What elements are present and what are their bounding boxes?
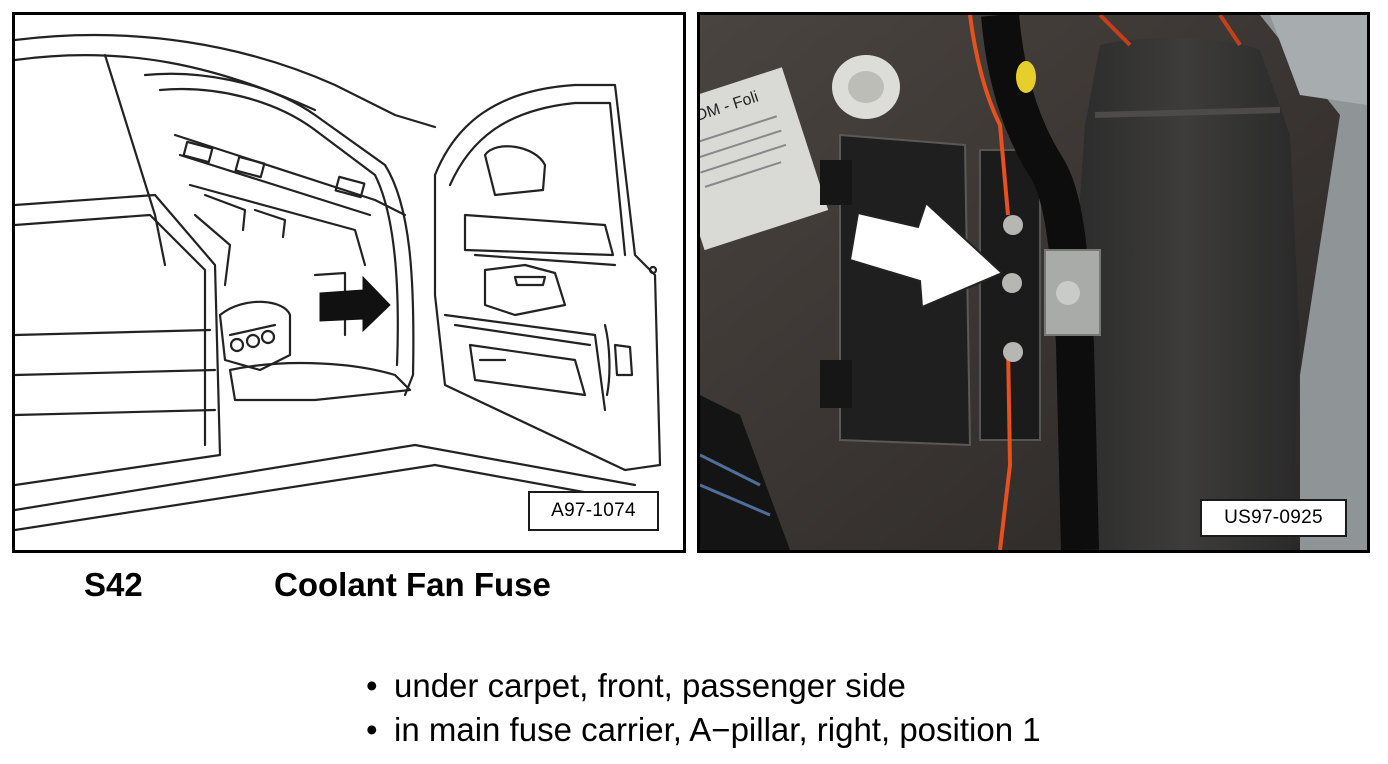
location-text: under carpet, front, passenger side (394, 667, 906, 704)
location-arrow-icon (319, 275, 391, 333)
location-list: • under carpet, front, passenger side • in… (366, 664, 1041, 752)
fuse-title: Coolant Fan Fuse (274, 566, 551, 603)
figure-reference-label: A97-1074 (528, 491, 659, 531)
fuse-position-arrow-icon (848, 201, 1004, 309)
bullet-icon: • (366, 667, 378, 704)
list-item: • under carpet, front, passenger side (366, 664, 1041, 708)
location-text: in main fuse carrier, A−pillar, right, p… (394, 711, 1041, 748)
figure-reference-label: US97-0925 (1200, 499, 1347, 537)
list-item: • in main fuse carrier, A−pillar, right, … (366, 708, 1041, 752)
fuse-id: S42 (84, 566, 143, 603)
epdm-label: EPDM - Foli (700, 67, 829, 251)
fuse-carrier-illustration: EPDM - Foli (700, 15, 1367, 550)
car-door-illustration (15, 33, 662, 532)
door-line-drawing: A97-1074 (12, 12, 686, 553)
bullet-icon: • (366, 711, 378, 748)
fuse-carrier-photo: EPDM - Foli US97- (697, 12, 1370, 553)
